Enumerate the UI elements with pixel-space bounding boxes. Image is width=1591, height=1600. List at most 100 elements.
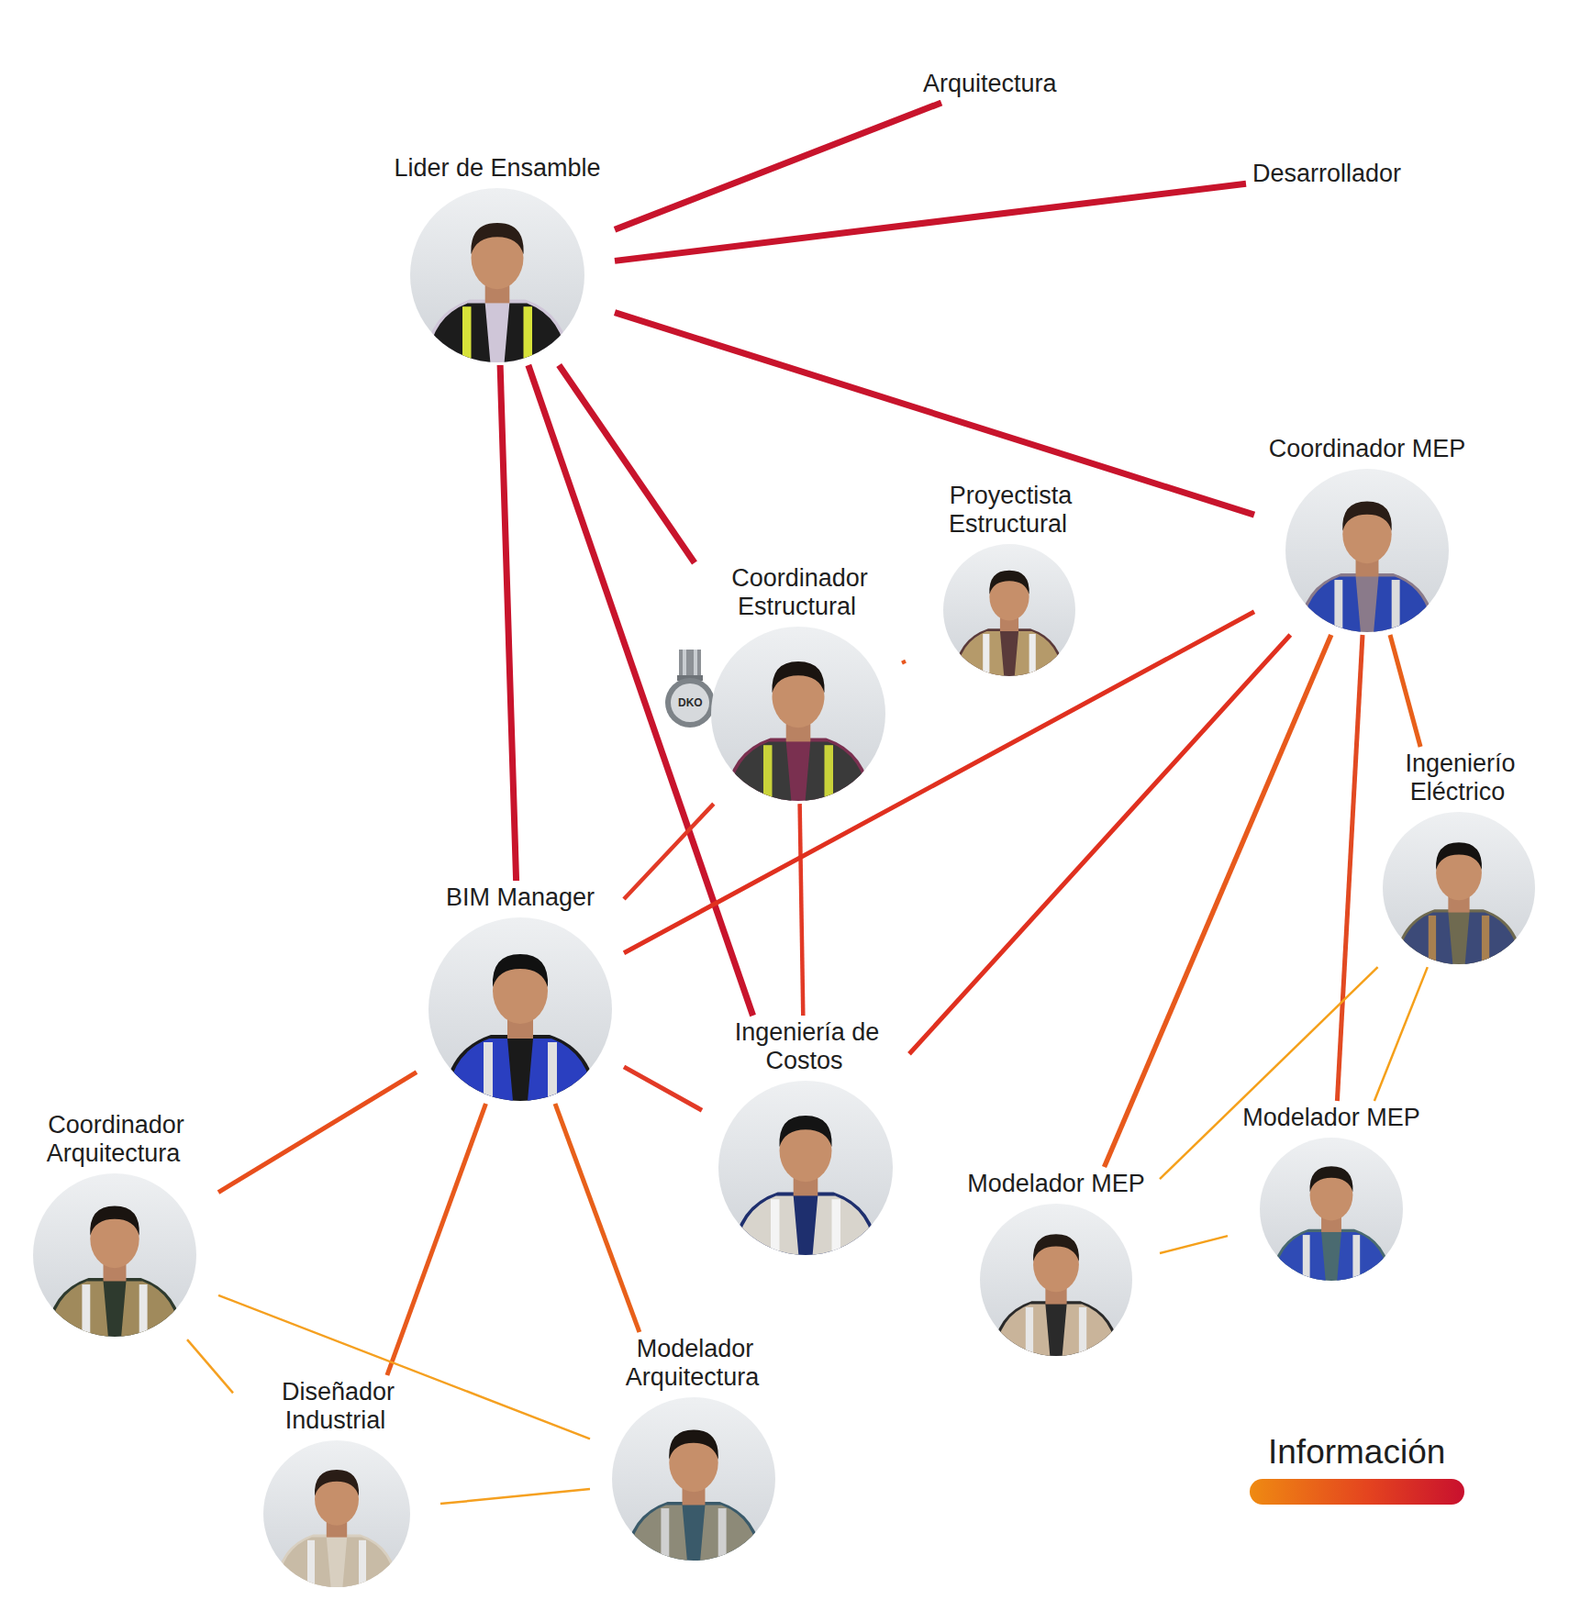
person-node: Ingeniería de Costos xyxy=(704,1018,907,1256)
vest-stripe xyxy=(139,1284,148,1337)
person-portrait xyxy=(718,1080,893,1256)
person-node: Diseñador Industrial xyxy=(235,1378,438,1588)
person-portrait xyxy=(979,1203,1133,1357)
vest xyxy=(735,1195,876,1256)
medal-ribbon-stripe xyxy=(693,649,698,678)
person-node: BIM Manager xyxy=(419,883,622,1102)
shirt xyxy=(624,1501,763,1561)
medal-icon xyxy=(662,647,718,731)
hair xyxy=(1033,1234,1080,1262)
person-photo xyxy=(1259,1137,1403,1281)
vest-stripe xyxy=(1481,915,1490,965)
connector-line xyxy=(1159,1235,1228,1254)
connector-line xyxy=(387,1103,487,1376)
connector-line xyxy=(614,312,1255,515)
node-label: Modelador Arquitectura xyxy=(625,1335,763,1391)
shirt xyxy=(423,300,571,363)
person-photo xyxy=(711,626,886,802)
connector-line xyxy=(440,1489,590,1504)
connector-line xyxy=(623,803,714,900)
person-portrait xyxy=(1382,812,1536,965)
node-label-block: Ingenierío Eléctrico xyxy=(1357,749,1560,807)
vest xyxy=(427,302,568,363)
person-portrait xyxy=(410,188,585,363)
person-portrait xyxy=(33,1173,197,1337)
connector-line xyxy=(558,365,695,563)
node-label-block: Ingeniería de Costos xyxy=(704,1018,907,1076)
vest-stripe xyxy=(660,1508,669,1561)
node-label: Desarrollador xyxy=(1252,159,1402,188)
person-photo xyxy=(33,1173,197,1337)
vest-stripe xyxy=(483,1042,493,1102)
hair xyxy=(314,1469,359,1497)
node-label: Ingenierío Eléctrico xyxy=(1401,749,1515,806)
shirt xyxy=(275,1534,399,1588)
vest-stripe xyxy=(1352,1234,1360,1281)
shirt xyxy=(45,1278,184,1337)
connector-line xyxy=(623,611,1255,954)
person-node: Lider de Ensamble xyxy=(382,154,612,363)
legend-label: Información xyxy=(1268,1433,1446,1472)
vest-stripe xyxy=(982,634,990,677)
node-label: Diseñador Industrial xyxy=(278,1378,395,1435)
node-label: Modelador MEP xyxy=(1239,1103,1424,1132)
person-node: Proyectista Estructural xyxy=(908,481,1111,677)
node-label: Ingeniería de Costos xyxy=(732,1018,880,1075)
vest-stripe xyxy=(81,1284,90,1337)
person-node: Modelador MEP xyxy=(1230,1103,1433,1281)
vest xyxy=(1274,1232,1390,1281)
node-label-block: Modelador MEP xyxy=(955,1169,1158,1199)
connector-line xyxy=(1390,634,1421,747)
connector-line xyxy=(555,1103,640,1333)
shirt xyxy=(1270,1229,1391,1281)
vest-stripe xyxy=(1334,579,1343,633)
person-photo xyxy=(1285,468,1449,633)
vest-stripe xyxy=(523,306,534,363)
node-label: Coordinador Arquitectura xyxy=(44,1111,185,1168)
shirt xyxy=(443,1034,598,1102)
vest-stripe xyxy=(1302,1234,1311,1281)
vest-stripe xyxy=(1025,1307,1034,1357)
person-node: Ingenierío Eléctrico xyxy=(1357,749,1560,965)
connector-line xyxy=(1104,634,1332,1168)
shirt xyxy=(954,628,1066,677)
vest-stripe xyxy=(1079,1307,1087,1357)
connector-line xyxy=(218,1295,590,1440)
shirt xyxy=(1394,909,1523,965)
vest-stripe xyxy=(718,1508,727,1561)
hair xyxy=(771,661,824,693)
vest-stripe xyxy=(824,745,835,802)
node-label-block: Coordinador Arquitectura xyxy=(13,1111,216,1169)
node-label: BIM Manager xyxy=(443,883,598,912)
person-portrait xyxy=(1259,1137,1403,1281)
person-photo xyxy=(410,188,585,363)
node-label-block: Modelador MEP xyxy=(1230,1103,1433,1133)
person-node: Coordinador MEP xyxy=(1257,434,1478,633)
vest-stripe xyxy=(1029,634,1036,677)
person-portrait xyxy=(263,1440,411,1588)
medal-label: DKO xyxy=(678,697,703,709)
legend-gradient-bar xyxy=(1249,1479,1465,1505)
vest-stripe xyxy=(547,1042,557,1102)
person-photo xyxy=(718,1080,893,1256)
hair xyxy=(89,1206,140,1236)
hair xyxy=(1435,842,1482,870)
person-portrait xyxy=(943,544,1076,677)
hair xyxy=(1342,501,1392,532)
person-photo xyxy=(611,1397,776,1561)
medal-rim xyxy=(665,678,715,728)
person-portrait xyxy=(428,917,612,1102)
connector-line xyxy=(1374,967,1428,1102)
vest-stripe xyxy=(1391,579,1401,633)
connector-line xyxy=(901,661,906,664)
vest xyxy=(278,1537,396,1588)
node-label-block: Diseñador Industrial xyxy=(235,1378,438,1436)
node-label-block: BIM Manager xyxy=(419,883,622,913)
connector-line xyxy=(500,365,517,881)
text-node: Desarrollador xyxy=(1248,157,1405,190)
vest xyxy=(628,1505,759,1562)
vest xyxy=(49,1281,180,1338)
shirt xyxy=(991,1301,1120,1357)
node-label-block: Coordinador MEP xyxy=(1257,434,1478,464)
